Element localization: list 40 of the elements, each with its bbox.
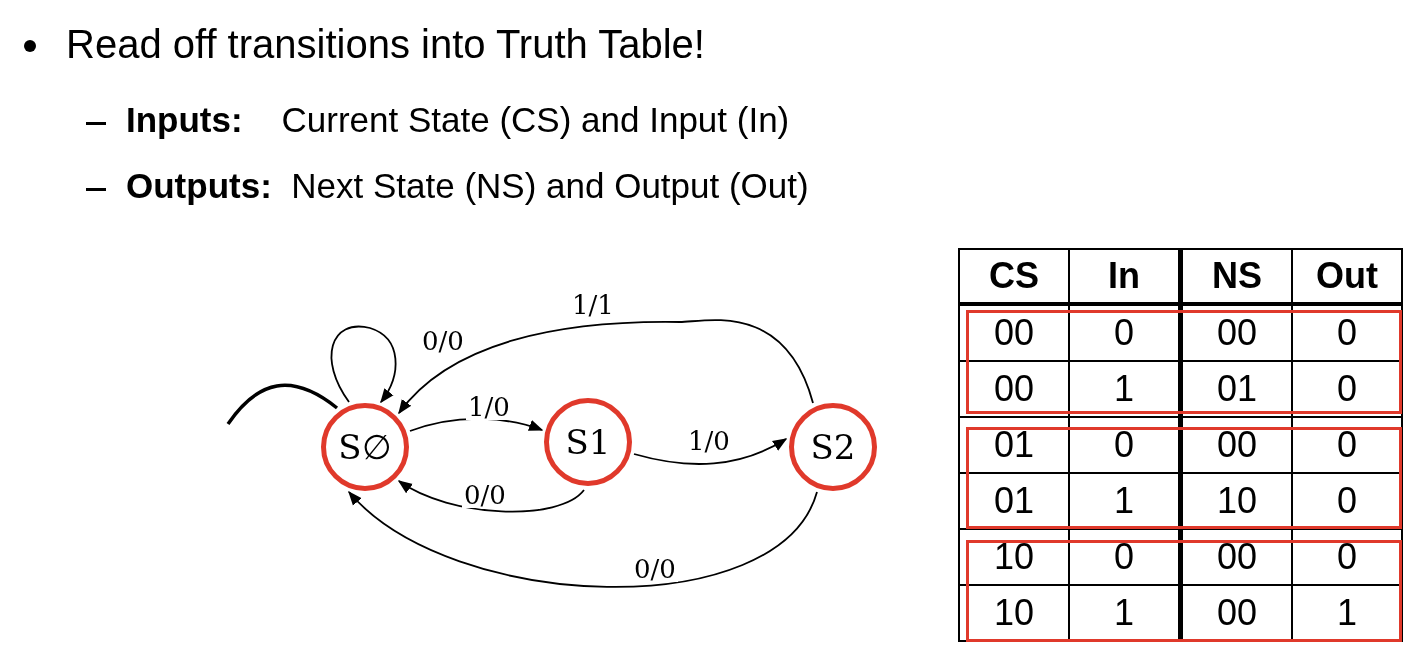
arrow <box>347 491 818 588</box>
bullet-text: Read off transitions into Truth Table! <box>66 22 705 67</box>
table-cell: 0 <box>1069 417 1181 473</box>
table-cell: 00 <box>959 304 1069 361</box>
sub-bullet-text: Inputs: Current State (CS) and Input (In) <box>126 100 790 140</box>
table-cell: 01 <box>1180 361 1292 417</box>
header-cell: NS <box>1180 249 1292 304</box>
table-cell: 01 <box>959 473 1069 529</box>
arrow <box>397 480 585 513</box>
table-cell: 1 <box>1069 473 1181 529</box>
arrow <box>330 325 397 404</box>
table-cell: 1 <box>1069 361 1181 417</box>
table-cell: 0 <box>1292 304 1402 361</box>
table-cell: 0 <box>1069 529 1181 585</box>
table-cell: 0 <box>1292 473 1402 529</box>
table-cell: 00 <box>959 361 1069 417</box>
table-cell: 00 <box>1180 417 1292 473</box>
edge-label: 0/0 <box>420 328 466 354</box>
state-circle: S∅ <box>321 403 409 491</box>
state-circle: S2 <box>789 403 877 491</box>
table-cell: 10 <box>1180 473 1292 529</box>
table-cell: 0 <box>1292 361 1402 417</box>
header-cell: CS <box>959 249 1069 304</box>
sub-bullet-text: Outputs: Next State (NS) and Output (Out) <box>126 166 809 206</box>
header-cell: In <box>1069 249 1181 304</box>
state-circle: S1 <box>544 398 632 486</box>
table-cell: 0 <box>1069 304 1181 361</box>
table-cell: 00 <box>1180 304 1292 361</box>
edge-label: 1/0 <box>466 394 512 420</box>
header-cell: Out <box>1292 249 1402 304</box>
arrow <box>633 438 788 465</box>
edge-label: 0/0 <box>462 482 508 508</box>
arrow <box>398 319 814 415</box>
table-cell: 0 <box>1292 417 1402 473</box>
table-cell: 01 <box>959 417 1069 473</box>
table-cell: 00 <box>1180 529 1292 585</box>
table-cell: 0 <box>1292 529 1402 585</box>
table-cell: 10 <box>959 529 1069 585</box>
table-cell: 10 <box>959 585 1069 641</box>
edge-label: 0/0 <box>632 556 678 582</box>
